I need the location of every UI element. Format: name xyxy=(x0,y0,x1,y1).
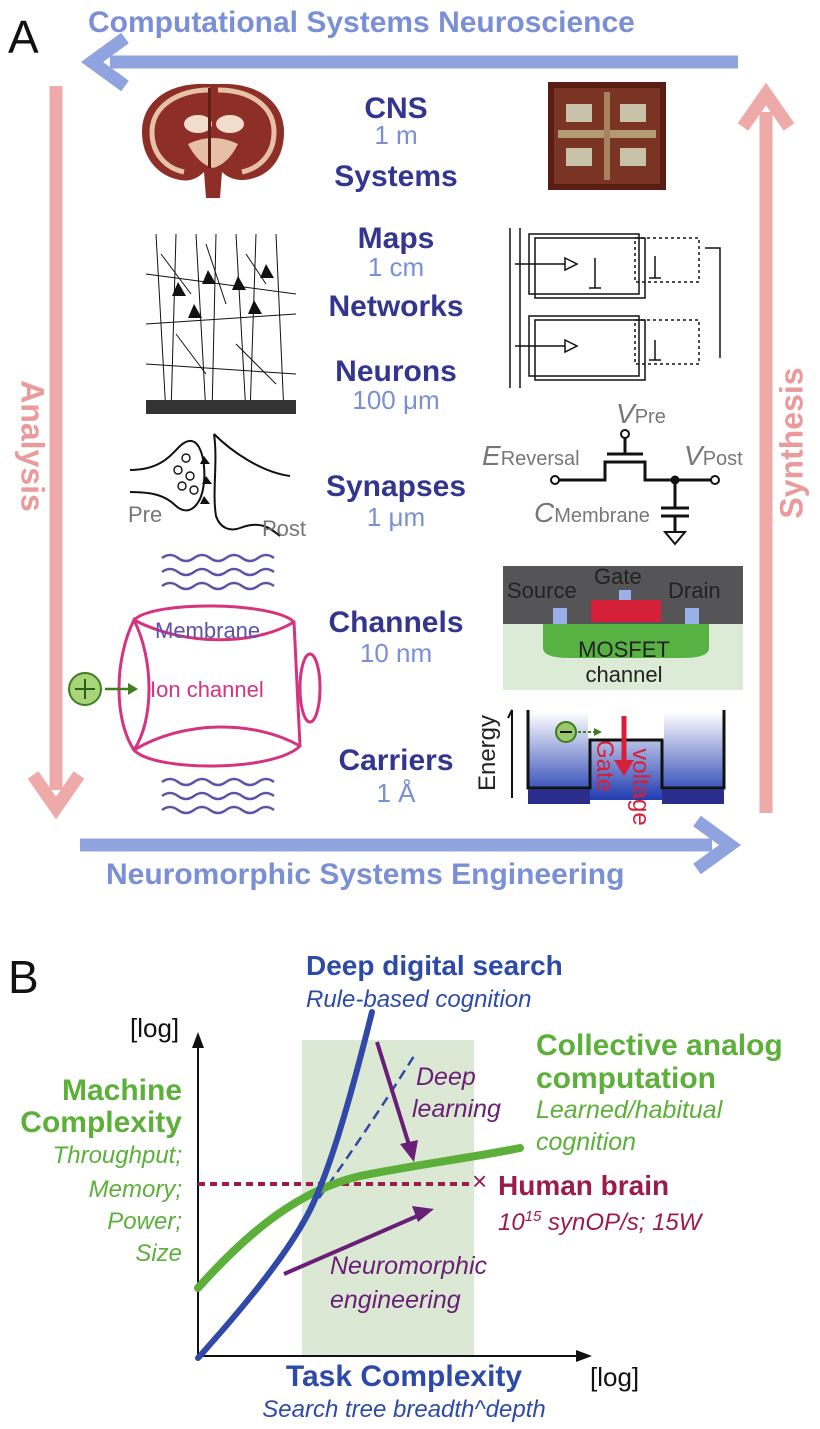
v-pre-label: VPre xyxy=(616,398,666,429)
level-systems: Systems xyxy=(334,160,458,193)
brain-subtitle: 1015 synOP/s; 15W xyxy=(498,1208,702,1236)
analysis-label: Analysis xyxy=(14,380,51,512)
deep-learning-arrow xyxy=(375,1041,412,1149)
bottom-title: Neuromorphic Systems Engineering xyxy=(106,858,625,891)
deep-learning-label-1: Deep xyxy=(416,1063,476,1091)
c-membrane-label: CMembrane xyxy=(534,497,650,528)
level-carriers: Carriers xyxy=(338,744,454,777)
analog-subtitle-2: cognition xyxy=(536,1128,637,1156)
energy-band-diagram xyxy=(507,709,726,804)
y-sub-memory: Memory; xyxy=(88,1176,182,1203)
mosfet-label: MOSFET xyxy=(578,637,670,662)
level-maps: Maps xyxy=(357,222,435,255)
energy-label: Energy xyxy=(474,714,501,792)
scale-channels: 10 nm xyxy=(359,638,433,668)
e-reversal-label: EReversal xyxy=(482,440,580,471)
brain-slice-image xyxy=(142,83,284,198)
synapse-circuit xyxy=(550,429,720,546)
analog-title-2: computation xyxy=(536,1062,716,1095)
brain-title: Human brain xyxy=(498,1170,670,1201)
deep-learning-label-2: learning xyxy=(412,1095,501,1123)
y-title-1: Machine xyxy=(61,1074,182,1107)
y-sub-size: Size xyxy=(135,1240,182,1267)
ion-channel-label: Ion channel xyxy=(150,677,264,702)
voltage-label: voltage xyxy=(627,748,654,826)
panel-b-label: B xyxy=(8,951,39,1003)
scale-maps: 1 cm xyxy=(367,252,425,282)
synapse-drawing xyxy=(129,433,291,537)
level-cns: CNS xyxy=(364,92,428,125)
analog-curve xyxy=(194,1144,524,1292)
network-circuit-schematic xyxy=(509,228,721,388)
mosfet-source-label: Source xyxy=(507,578,577,603)
y-title-2: Complexity xyxy=(20,1106,182,1139)
neuromorphic-label-2: engineering xyxy=(330,1286,461,1314)
analog-subtitle-1: Learned/habitual xyxy=(536,1096,723,1124)
overlap-region-shade xyxy=(302,1040,474,1356)
synapse-pre-label: Pre xyxy=(128,502,163,527)
scale-cns: 1 m xyxy=(374,120,418,150)
panel-a-arrows xyxy=(27,32,795,875)
scale-synapses: 1 μm xyxy=(366,502,426,532)
digital-subtitle: Rule-based cognition xyxy=(306,986,532,1013)
brain-marker: × xyxy=(472,1166,488,1196)
top-title: Computational Systems Neuroscience xyxy=(88,6,635,39)
membrane-label: Membrane xyxy=(155,618,261,643)
ion-channel-drawing xyxy=(68,553,322,815)
gate-label: Gate xyxy=(591,739,618,793)
x-title: Task Complexity xyxy=(285,1360,523,1393)
digital-curve xyxy=(195,1009,375,1361)
scale-carriers: 1 Å xyxy=(376,778,416,808)
digital-title: Deep digital search xyxy=(306,950,563,981)
panel-a-label: A xyxy=(8,11,39,63)
scale-neurons: 100 μm xyxy=(352,385,440,415)
y-sub-power: Power; xyxy=(107,1208,182,1235)
panel-b-chart xyxy=(192,1009,592,1362)
analog-title-1: Collective analog xyxy=(536,1029,783,1062)
mosfet-channel-label: channel xyxy=(585,662,663,687)
mosfet-gate-label: Gate xyxy=(594,564,642,589)
level-synapses: Synapses xyxy=(325,470,467,503)
x-axis-unit: [log] xyxy=(590,1362,640,1392)
neuron-drawing xyxy=(145,233,297,415)
mosfet-diagram xyxy=(503,566,743,690)
chip-image xyxy=(548,82,666,190)
y-sub-throughput: Throughput; xyxy=(52,1142,182,1169)
level-networks: Networks xyxy=(328,290,464,323)
level-channels: Channels xyxy=(328,606,464,639)
level-neurons: Neurons xyxy=(335,355,457,388)
x-subtitle: Search tree breadth^depth xyxy=(262,1396,546,1423)
neuromorphic-label-1: Neuromorphic xyxy=(330,1252,488,1280)
neuromorphic-arrow xyxy=(283,1212,423,1276)
y-axis-unit: [log] xyxy=(130,1013,180,1043)
mosfet-drain-label: Drain xyxy=(668,578,721,603)
v-post-label: VPost xyxy=(684,440,743,471)
synapse-post-label: Post xyxy=(262,516,307,541)
